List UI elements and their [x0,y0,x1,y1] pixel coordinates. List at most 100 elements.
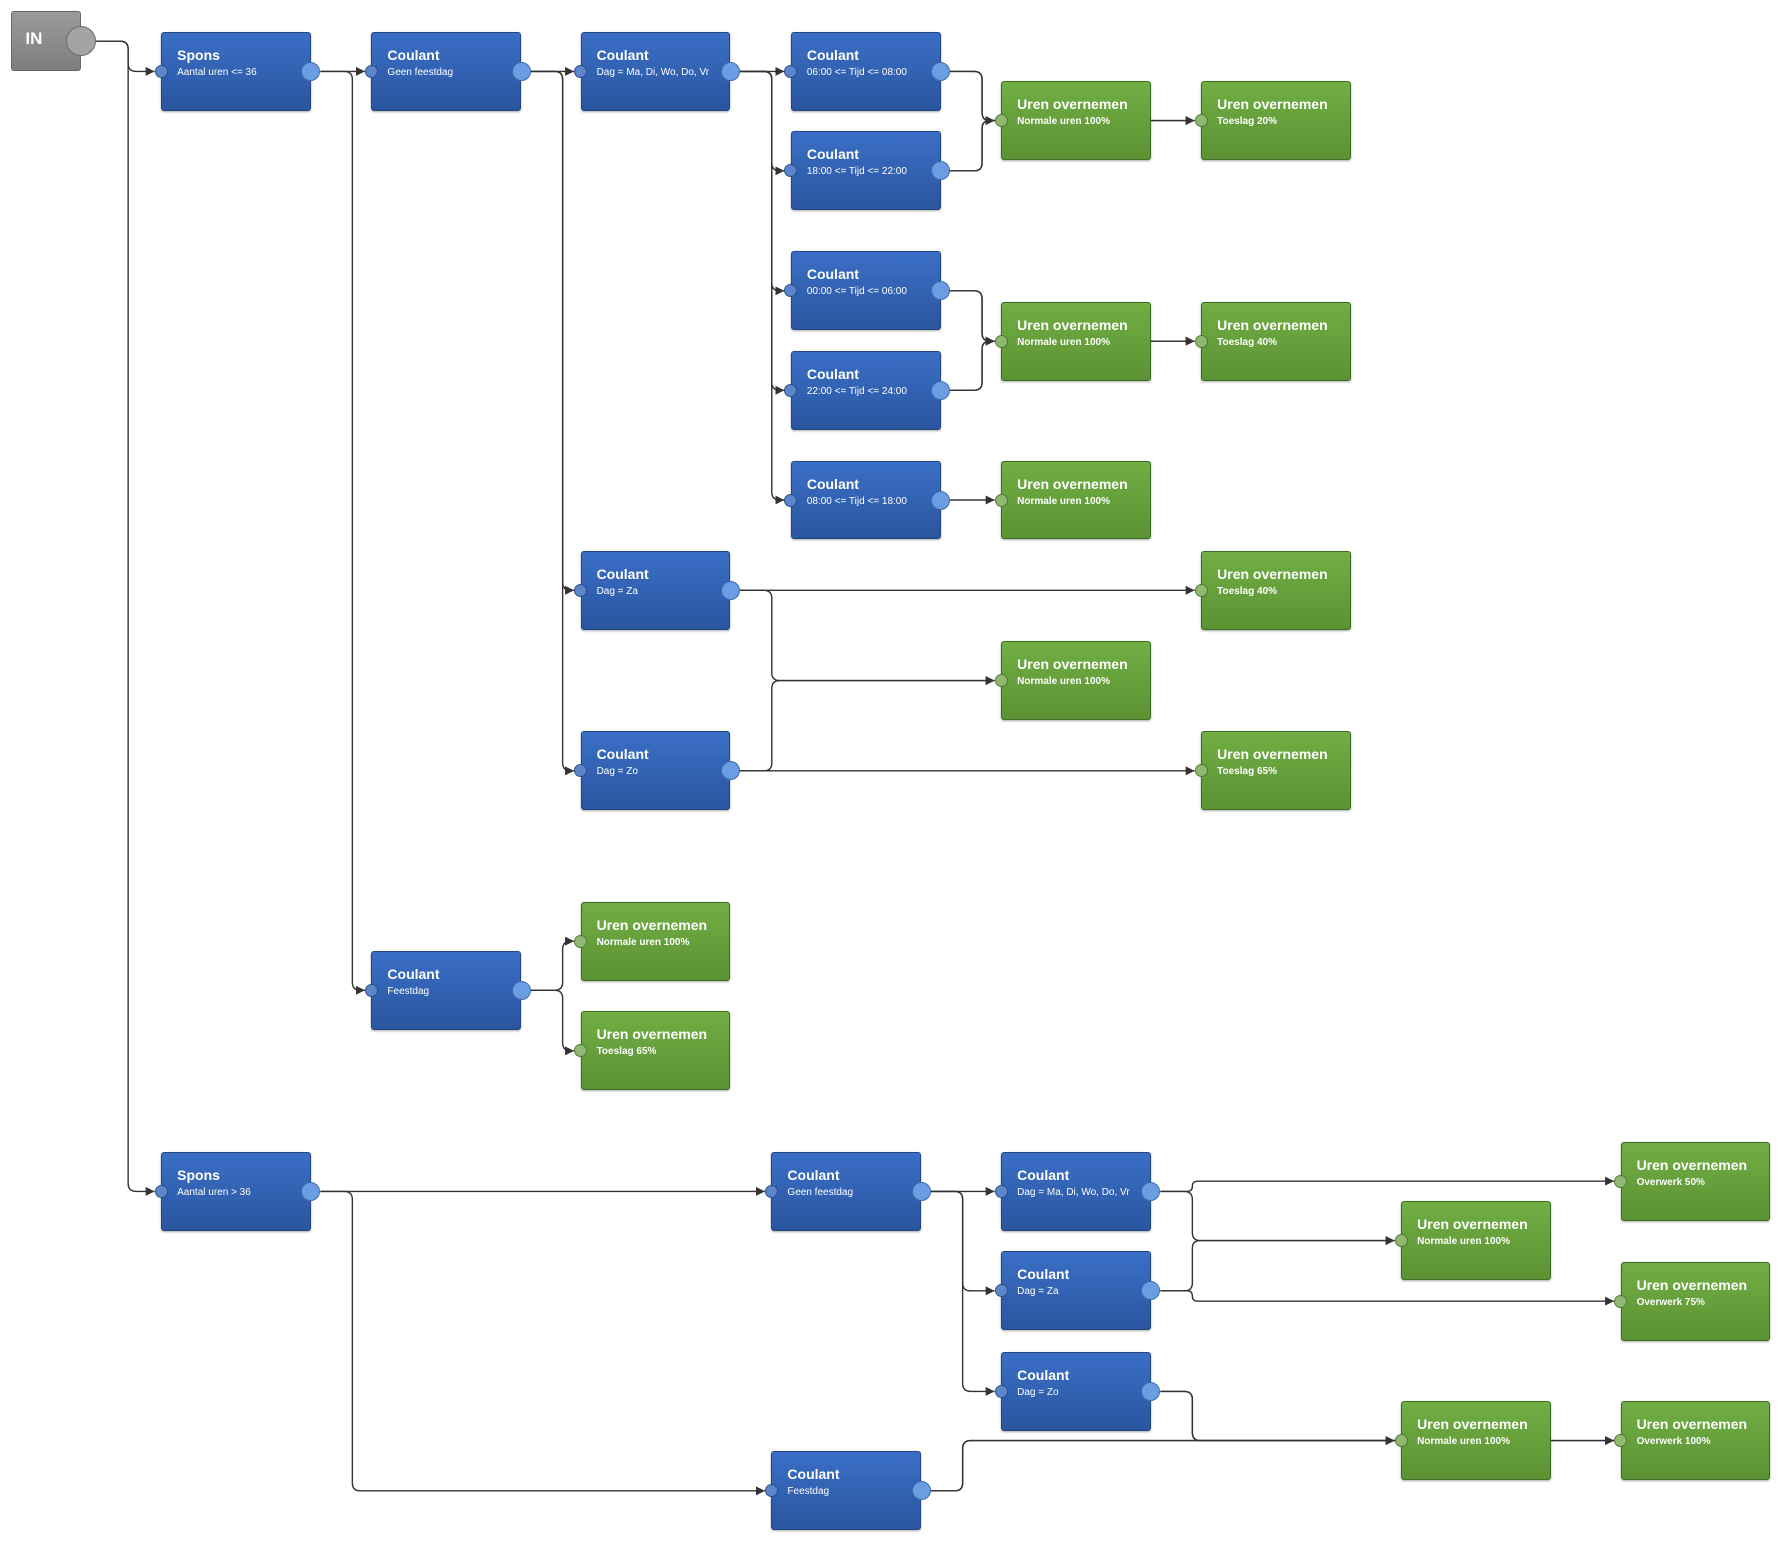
output-port[interactable] [911,1481,931,1501]
node-condition: Overwerk 50% [1636,1176,1705,1188]
output-port[interactable] [720,761,740,781]
input-port[interactable] [764,1484,778,1498]
input-port[interactable] [994,674,1008,688]
input-port[interactable] [1614,1294,1628,1308]
output-port[interactable] [1141,1381,1161,1401]
start-node[interactable]: IN [11,11,82,71]
output-port[interactable] [911,1181,931,1201]
output-port[interactable] [511,980,531,1000]
input-port[interactable] [994,1184,1008,1198]
output-port[interactable] [931,281,951,301]
connector-d3-g14 [1160,1390,1395,1446]
node-condition: Dag = Ma, Di, Wo, Do, Vr [1017,1187,1130,1198]
input-port[interactable] [994,1384,1008,1398]
input-port[interactable] [574,764,588,778]
connector-t2-g2 [950,116,1195,172]
input-port[interactable] [994,334,1008,348]
output-port[interactable] [66,26,97,57]
input-port[interactable] [784,64,798,78]
node-condition: Toeslag 40% [1217,336,1277,348]
input-port[interactable] [574,1044,588,1058]
output-port[interactable] [1141,1281,1161,1301]
input-port[interactable] [1614,1174,1628,1188]
input-port[interactable] [154,64,168,78]
output-port[interactable] [720,580,740,600]
connector-t4-g3 [950,336,995,391]
input-port[interactable] [1194,114,1208,128]
input-port[interactable] [994,114,1008,128]
node-title: Coulant [596,565,649,582]
connector-c2-t4 [739,70,785,395]
output-port[interactable] [931,61,951,81]
output-port[interactable] [301,1181,321,1201]
input-port[interactable] [784,493,798,507]
node-condition: Aantal uren > 36 [177,1187,251,1198]
input-port[interactable] [574,64,588,78]
input-port[interactable] [1194,334,1208,348]
output-port[interactable] [301,61,321,81]
input-port[interactable] [574,583,588,597]
input-port[interactable] [764,1184,778,1198]
input-port[interactable] [784,284,798,298]
input-port[interactable] [1394,1234,1408,1248]
input-port[interactable] [154,1184,168,1198]
input-port[interactable] [784,164,798,178]
connector-sp2-fd2 [320,1190,765,1496]
input-port[interactable] [574,934,588,948]
connector-fd1-g9 [530,936,575,991]
output-port[interactable] [931,380,951,400]
output-port[interactable] [1141,1181,1161,1201]
input-port[interactable] [784,383,798,397]
node-title: Coulant [596,47,649,63]
input-port[interactable] [364,983,378,997]
input-port[interactable] [994,493,1008,507]
output-port[interactable] [511,61,531,81]
input-port[interactable] [1194,583,1208,597]
input-port[interactable] [1194,764,1208,778]
output-port[interactable] [931,490,951,510]
input-port[interactable] [364,64,378,78]
input-port[interactable] [1614,1434,1628,1448]
node-condition: Aantal uren <= 36 [177,67,257,78]
connector-fd2-g15 [930,1436,1615,1492]
node-title: Uren overnemen [1217,746,1328,763]
input-port[interactable] [1394,1434,1408,1448]
node-condition: Normale uren 100% [1017,336,1110,348]
output-port[interactable] [720,61,740,81]
input-port[interactable] [994,1284,1008,1298]
connector-t4-g4 [950,336,1195,391]
output-port[interactable] [931,161,951,181]
